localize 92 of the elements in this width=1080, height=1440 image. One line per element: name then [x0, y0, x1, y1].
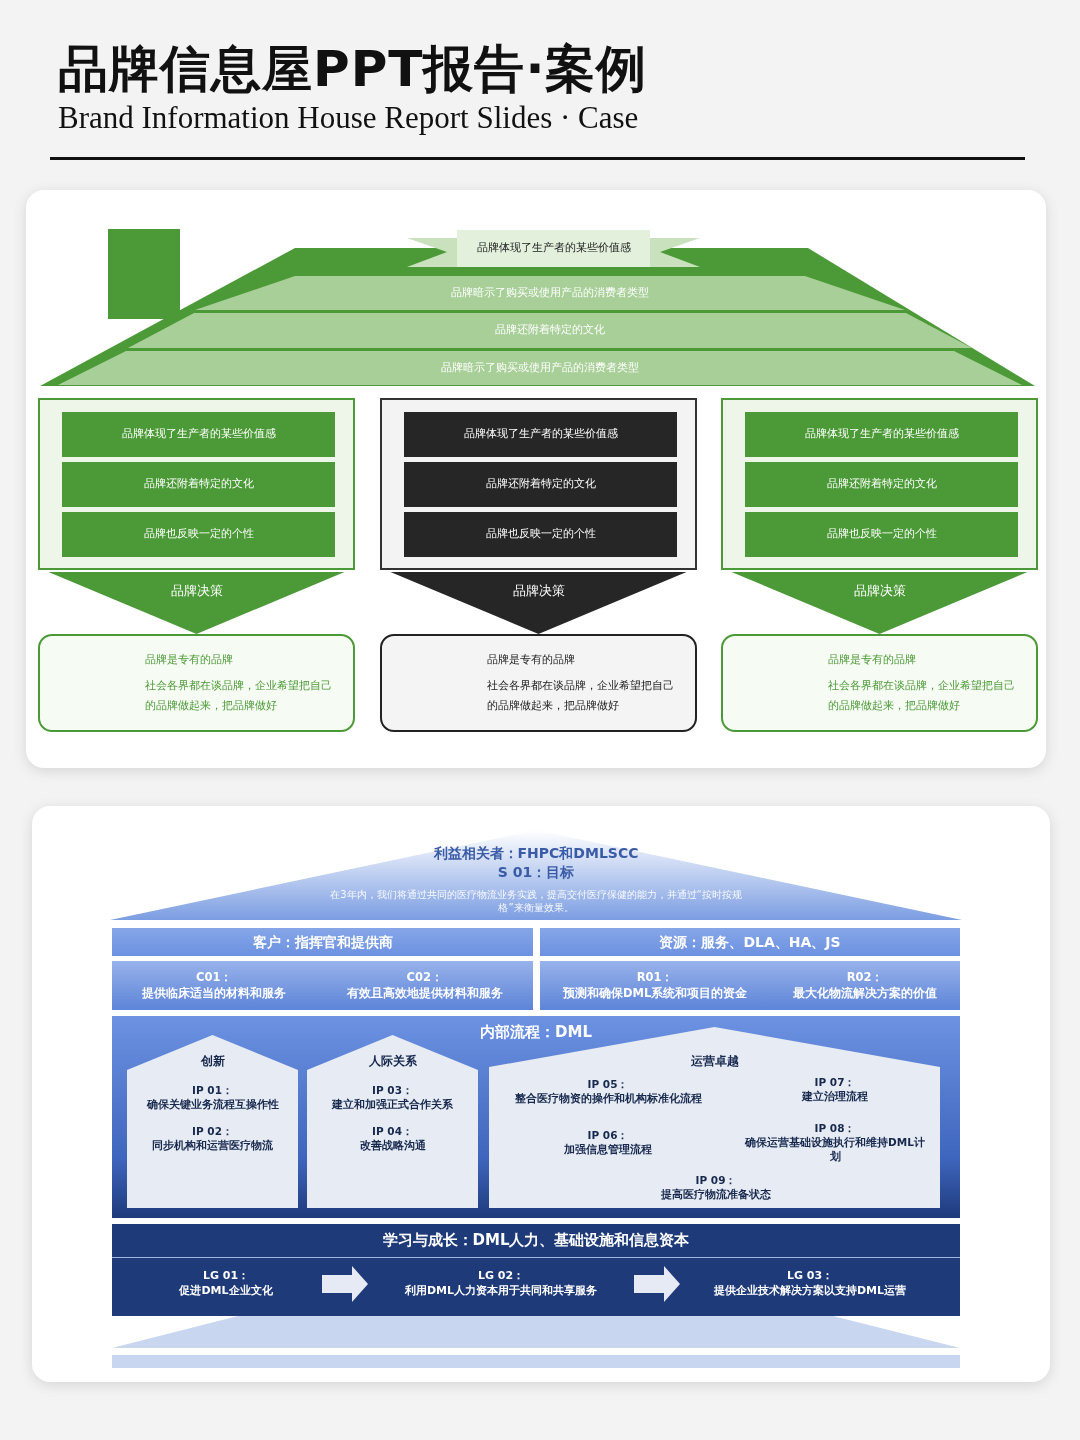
block-arrow — [322, 1266, 368, 1302]
band-label: 品牌暗示了购买或使用产品的消费者类型 — [451, 285, 649, 301]
row-label: 品牌也反映一定的个性 — [826, 527, 937, 542]
item-code: LG 02： — [477, 1269, 525, 1284]
column-frame — [380, 398, 697, 570]
column-frame — [38, 398, 355, 570]
block-arrow — [634, 1266, 680, 1302]
item-text: 提供临床适当的材料和服务 — [142, 985, 287, 1001]
item-code: IP 07： — [814, 1075, 856, 1090]
edge-label: 品牌决策 — [170, 582, 223, 600]
item-text: 最大化物流解决方案的价值 — [793, 985, 938, 1001]
item-text: 改善战略沟通 — [359, 1137, 426, 1152]
objective-bar — [540, 961, 960, 1010]
item-code: IP 04： — [372, 1123, 413, 1138]
house-title: 人际关系 — [368, 1053, 417, 1070]
chevron-arrow — [390, 572, 687, 634]
banner-label: 品牌体现了生产者的某些价值感 — [476, 241, 631, 256]
objective-bar — [112, 961, 533, 1010]
page-title: 品牌信息屋PPT报告·案例 — [58, 39, 648, 100]
item-text: 预测和确保DML系统和项目的资金 — [562, 985, 748, 1001]
item-text: 同步机构和运营医疗物流 — [152, 1137, 273, 1152]
card-text: 社会各界都在谈品牌，企业希望把自己的品牌做起来，把品牌做好 — [145, 678, 333, 714]
info-card — [380, 634, 697, 732]
row-bar — [745, 412, 1018, 457]
row-label: 品牌体现了生产者的某些价值感 — [121, 427, 276, 442]
row-bar — [62, 412, 335, 457]
item-code: LG 01： — [202, 1269, 250, 1284]
row-bar — [404, 512, 677, 557]
row-bar — [404, 462, 677, 507]
section-header: 客户：指挥官和提供商 — [252, 932, 393, 952]
card-heading: 品牌是专有的品牌 — [145, 652, 233, 669]
row-bar — [745, 462, 1018, 507]
learning-panel — [112, 1224, 960, 1316]
chevron-arrow — [731, 572, 1028, 634]
row-label: 品牌体现了生产者的某些价值感 — [804, 427, 959, 442]
row-bar — [745, 512, 1018, 557]
column-frame — [721, 398, 1038, 570]
row-bar — [404, 412, 677, 457]
row-label: 品牌还附着特定的文化 — [485, 477, 596, 492]
item-text: 建立和加强正式合作关系 — [332, 1097, 453, 1112]
subtitle: Brand Information House Report Slides · Case — [58, 100, 639, 136]
item-code: C01： — [196, 970, 233, 986]
info-card — [38, 634, 355, 732]
item-text: 确保运营基础设施执行和维持DML计划 — [744, 1135, 926, 1164]
item-text: 提高医疗物流准备状态 — [661, 1187, 771, 1202]
item-text: 促进DML企业文化 — [179, 1284, 273, 1299]
item-code: R02： — [846, 970, 884, 986]
row-label: 品牌还附着特定的文化 — [143, 477, 254, 492]
item-text: 有效且高效地提供材料和服务 — [346, 985, 503, 1001]
row-label: 品牌也反映一定的个性 — [485, 527, 596, 542]
band-label: 品牌暗示了购买或使用产品的消费者类型 — [441, 360, 639, 376]
item-text: 提供企业技术解决方案以支持DML运营 — [713, 1284, 907, 1299]
item-text: 整合医疗物资的操作和机构标准化流程 — [514, 1091, 702, 1106]
card-heading: 品牌是专有的品牌 — [828, 652, 916, 669]
item-code: LG 03： — [786, 1269, 834, 1284]
row-label: 品牌还附着特定的文化 — [826, 477, 937, 492]
house-title: 运营卓越 — [690, 1053, 739, 1070]
item-code: IP 08： — [814, 1121, 856, 1136]
item-text: 利用DML人力资本用于共同和共享服务 — [404, 1284, 598, 1299]
item-code: IP 09： — [695, 1173, 737, 1188]
item-code: IP 03： — [372, 1083, 413, 1098]
panel-title: 内部流程：DML — [480, 1022, 592, 1043]
item-code: IP 06： — [587, 1128, 629, 1143]
row-bar — [62, 512, 335, 557]
row-bar — [62, 462, 335, 507]
item-code: C02： — [406, 970, 443, 986]
edge-label: 品牌决策 — [853, 582, 906, 600]
info-card — [721, 634, 1038, 732]
row-label: 品牌也反映一定的个性 — [143, 527, 254, 542]
house-title: 创新 — [200, 1053, 225, 1070]
row-label: 品牌体现了生产者的某些价值感 — [463, 427, 618, 442]
goal-text: 在3年内，我们将通过共同的医疗物流业务实践，提高交付医疗保健的能力，并通过“按时按规格”来衡量效果。 — [329, 887, 743, 915]
item-code: IP 01： — [192, 1083, 233, 1098]
roof-heading: 利益相关者：FHPC和DMLSCC — [433, 844, 639, 863]
band-label: 品牌还附着特定的文化 — [495, 323, 605, 338]
process-panel — [112, 1016, 960, 1218]
item-text: 建立治理流程 — [802, 1089, 868, 1104]
section-header: 资源：服务、DLA、HA、JS — [659, 932, 841, 952]
chevron-arrow — [48, 572, 345, 634]
item-text: 加强信息管理流程 — [564, 1142, 652, 1157]
edge-label: 品牌决策 — [512, 582, 565, 600]
header-bar — [112, 928, 533, 956]
item-code: IP 02： — [192, 1123, 233, 1138]
card-text: 社会各界都在谈品牌，企业希望把自己的品牌做起来，把品牌做好 — [487, 678, 675, 714]
panel-title: 学习与成长：DML人力、基础设施和信息资本 — [382, 1230, 690, 1251]
item-code: R01： — [636, 970, 674, 986]
item-code: IP 05： — [587, 1077, 629, 1092]
item-text: 确保关键业务流程互操作性 — [146, 1097, 279, 1112]
card-text: 社会各界都在谈品牌，企业希望把自己的品牌做起来，把品牌做好 — [828, 678, 1016, 714]
header-bar — [540, 928, 960, 956]
roof-heading: S 01：目标 — [497, 862, 575, 882]
card-heading: 品牌是专有的品牌 — [487, 652, 575, 669]
